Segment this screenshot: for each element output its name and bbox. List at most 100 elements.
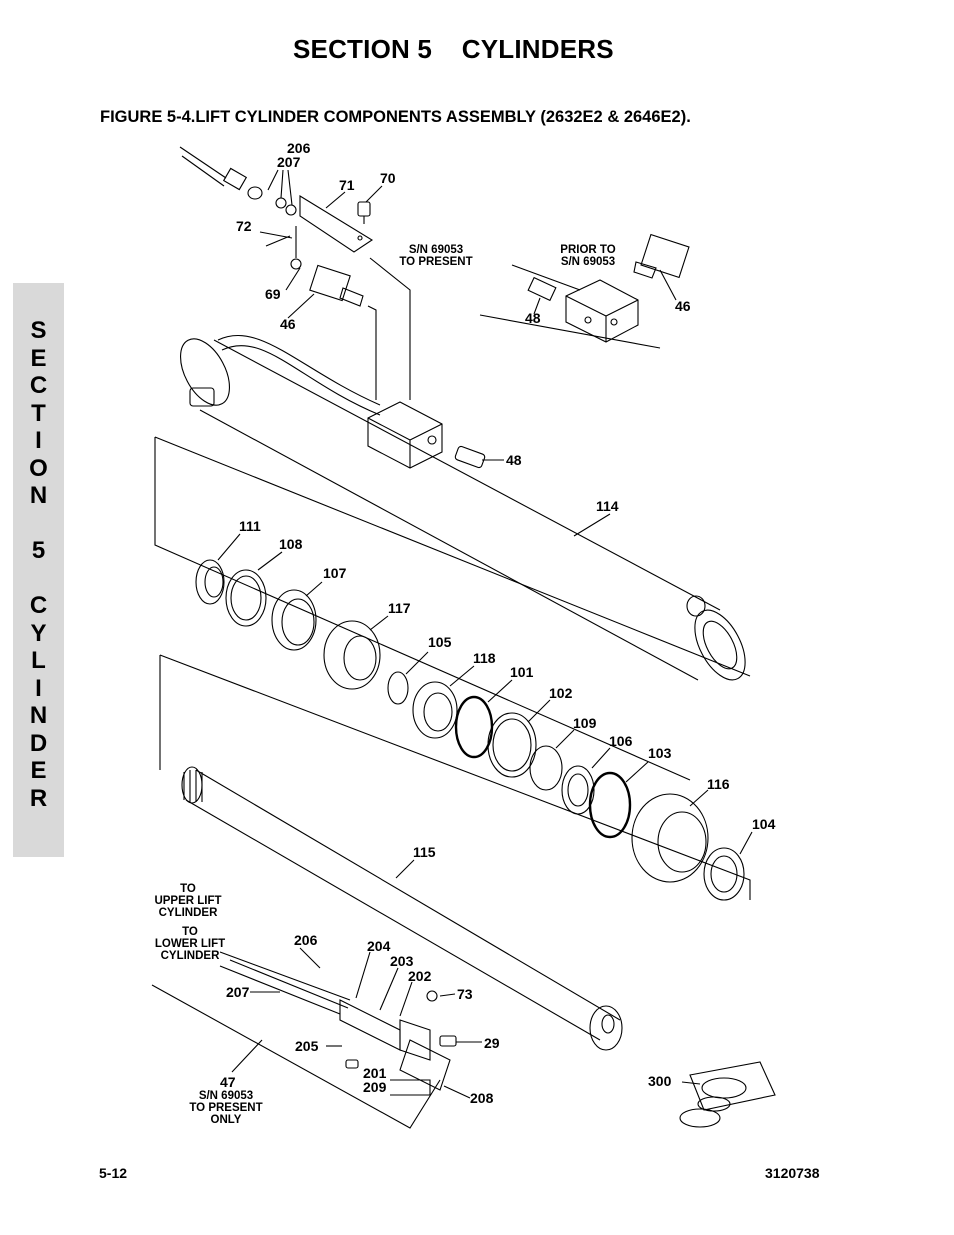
nut-73 xyxy=(426,990,438,1002)
hose-fitting xyxy=(222,167,248,191)
diagram-drawing xyxy=(151,146,776,1129)
wiper-104 xyxy=(703,847,745,901)
hydraulic-tube xyxy=(217,334,381,406)
leader-47 xyxy=(231,1039,263,1073)
document-number: 3120738 xyxy=(765,1165,820,1181)
bracket-208 xyxy=(399,1039,451,1091)
callout-300: 300 xyxy=(648,1073,672,1089)
seal-kit-ring-2 xyxy=(679,1108,721,1128)
leader-114 xyxy=(573,513,611,537)
valve-block-prior xyxy=(565,279,639,343)
barrel-rear-cap xyxy=(180,338,230,406)
leader-48-right xyxy=(533,297,541,315)
callout-71: 71 xyxy=(339,177,355,193)
bolt-70 xyxy=(357,201,371,217)
rod-eye-hole xyxy=(601,1014,615,1034)
leader-118 xyxy=(449,665,475,687)
side-tab-letter: I xyxy=(35,674,42,702)
barrel-open-end xyxy=(694,609,746,681)
callout-111: 111 xyxy=(239,518,261,534)
valve-cartridge-left xyxy=(339,287,364,307)
leader-202 xyxy=(399,981,413,1017)
side-tab-letter: I xyxy=(35,427,42,454)
leader-105 xyxy=(405,651,429,675)
callout-46-left: 46 xyxy=(280,316,296,332)
piston-117 xyxy=(323,620,381,690)
hose-upper-lift-2 xyxy=(229,959,349,1009)
callout-73: 73 xyxy=(457,986,473,1002)
solenoid-coil-left xyxy=(309,264,351,302)
leader-103 xyxy=(625,761,649,783)
ring-118 xyxy=(412,681,458,739)
hose-line-lower xyxy=(181,155,225,187)
valve-block-main-port xyxy=(427,435,437,445)
callout-114: 114 xyxy=(596,498,619,514)
side-tab-letter: N xyxy=(29,482,48,509)
gland-116-inner xyxy=(657,811,707,873)
callout-29: 29 xyxy=(484,1035,500,1051)
side-tab-letter: T xyxy=(31,399,46,427)
wiper-111 xyxy=(195,559,225,605)
clamp-loop xyxy=(247,186,263,200)
leader-108 xyxy=(257,551,283,571)
callout-117: 117 xyxy=(388,600,411,616)
fitting-48-mid xyxy=(454,445,486,469)
figure-title: FIGURE 5-4.LIFT CYLINDER COMPONENTS ASSE… xyxy=(100,108,691,126)
leader-208 xyxy=(443,1085,471,1099)
wiper-104-inner xyxy=(710,855,738,893)
alignment-frame-upper-top xyxy=(154,436,751,677)
washer-207 xyxy=(275,197,287,209)
seal-108-inner xyxy=(230,575,262,621)
side-tab-letter: C xyxy=(29,592,48,619)
callout-106: 106 xyxy=(609,733,633,749)
valve-block-main-edges xyxy=(367,417,443,468)
side-tab-letter: N xyxy=(29,702,48,729)
ring-118-inner xyxy=(423,692,453,732)
leader-104 xyxy=(739,831,753,855)
callout-46-right: 46 xyxy=(675,298,691,314)
wiper-111-inner xyxy=(204,566,224,598)
rod-bottom-edge xyxy=(185,799,601,1041)
callout-208: 208 xyxy=(470,1090,494,1106)
callout-105: 105 xyxy=(428,634,452,650)
seal-106-inner xyxy=(567,773,589,807)
page-number: 5-12 xyxy=(99,1165,128,1181)
note-only-line3: ONLY xyxy=(211,1114,242,1126)
guide-line-b xyxy=(511,264,581,291)
callout-115: 115 xyxy=(413,844,436,860)
lead-solenoid-block xyxy=(367,305,377,400)
solenoid-coil-right xyxy=(640,233,690,279)
callout-102: 102 xyxy=(549,685,573,701)
lead-bracket-block xyxy=(369,257,411,400)
hose-line-upper xyxy=(179,146,227,179)
note-sn-present-line1: S/N 69053 xyxy=(409,244,463,256)
spacer-109 xyxy=(529,745,563,791)
seal-108 xyxy=(225,569,267,627)
gland-116 xyxy=(631,793,709,883)
barrel-bleed-port xyxy=(686,595,706,617)
leader-116 xyxy=(689,789,709,807)
leader-203 xyxy=(379,967,399,1011)
valve-block-prior-edges xyxy=(565,295,639,342)
hose-upper-lift xyxy=(219,951,351,1001)
side-tab-letter: O xyxy=(29,454,48,482)
callout-70: 70 xyxy=(380,170,396,186)
callout-116: 116 xyxy=(707,776,730,792)
guide-line-a xyxy=(479,314,661,349)
side-tab-letter: 5 xyxy=(31,537,46,564)
barrel-bottom-edge xyxy=(199,409,699,681)
side-tab-letter: R xyxy=(29,784,48,812)
leader-73 xyxy=(439,993,456,997)
seal-kit-ring-3 xyxy=(697,1096,731,1112)
leader-46-right xyxy=(659,269,677,301)
leader-300 xyxy=(681,1081,701,1085)
head-107-inner xyxy=(281,598,315,646)
callout-118: 118 xyxy=(473,650,496,666)
lower-frame xyxy=(151,984,441,1129)
callout-207-bot: 207 xyxy=(226,984,250,1000)
leader-111 xyxy=(217,533,241,561)
callout-107: 107 xyxy=(323,565,347,581)
valve-body-205 xyxy=(339,999,401,1051)
note-upper-line3: CYLINDER xyxy=(159,907,218,919)
